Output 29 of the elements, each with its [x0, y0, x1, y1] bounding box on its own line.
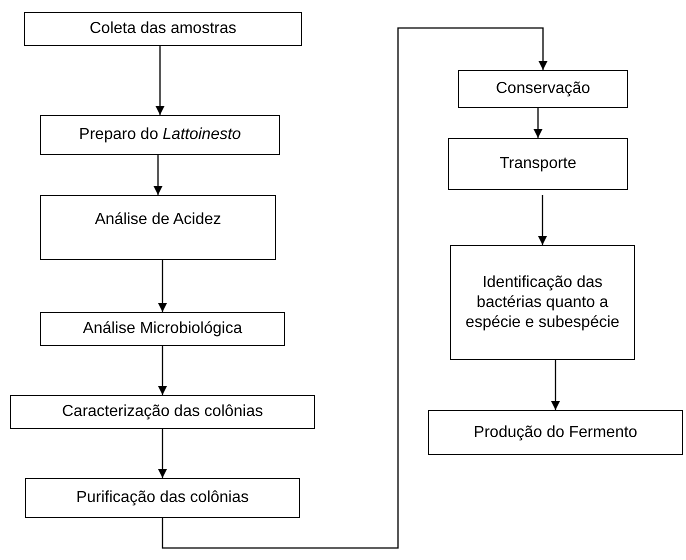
step-text: Coleta das amostras — [90, 19, 236, 39]
step-text: Transporte — [500, 154, 576, 174]
process-box — [40, 195, 276, 260]
arrow — [158, 260, 167, 312]
step-text: Identificação das bactérias quanto a espécie e subespécie — [464, 272, 620, 332]
process-box — [25, 478, 300, 518]
arrow — [154, 155, 162, 195]
arrow — [158, 346, 167, 395]
process-box — [24, 12, 302, 46]
arrow — [551, 360, 560, 410]
step-text: Caracterização das colônias — [62, 402, 263, 422]
step-text: Análise Microbiológica — [82, 319, 242, 339]
arrow — [156, 46, 164, 115]
process-box — [40, 312, 285, 346]
process-box — [428, 410, 683, 455]
process-box — [458, 70, 628, 108]
step-text: Produção do Fermento — [474, 422, 638, 442]
step-text: Análise de Acidez — [94, 210, 222, 230]
step-text: Conservação — [496, 79, 590, 99]
process-box — [448, 138, 628, 190]
arrow — [538, 195, 547, 245]
step-text: Preparo do Lattoinesto — [79, 125, 241, 145]
step-text: Purificação das colônias — [76, 488, 249, 508]
arrow — [534, 108, 542, 138]
arrow — [162, 27, 548, 549]
process-box — [450, 245, 635, 360]
arrow — [158, 429, 167, 478]
process-box — [40, 115, 280, 155]
process-box — [10, 395, 315, 429]
